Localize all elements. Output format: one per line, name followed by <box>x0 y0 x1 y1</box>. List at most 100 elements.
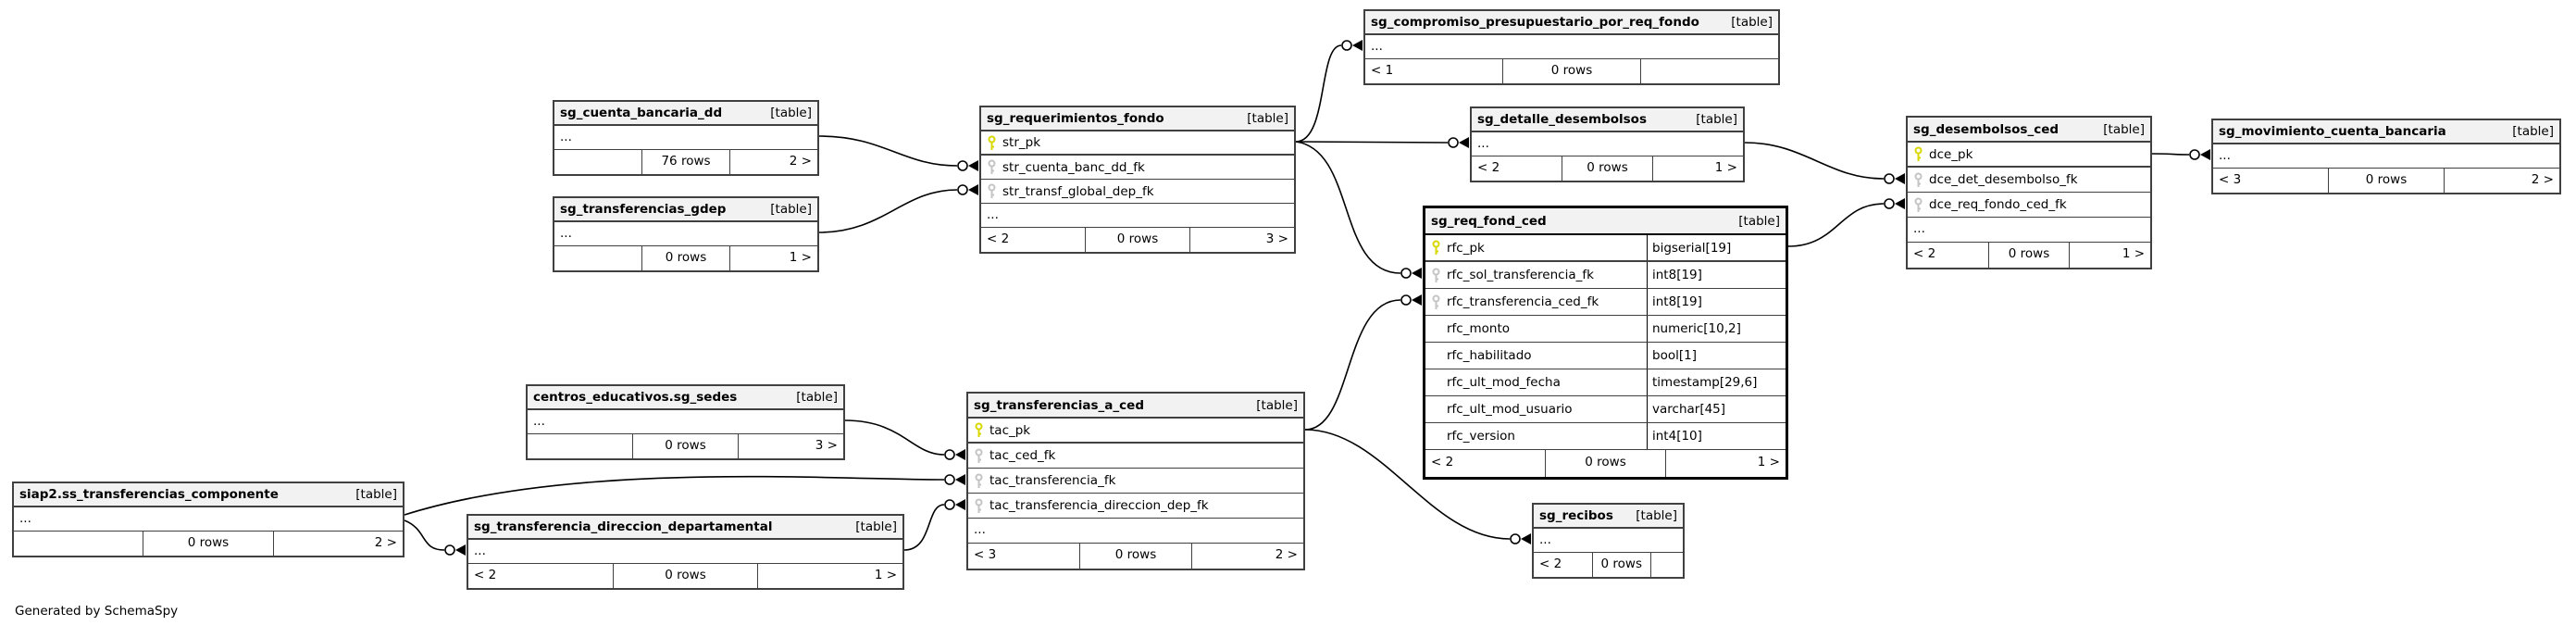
table-footer: < 2 0 rows 1 > <box>1908 243 2150 268</box>
hidden-columns-ellipsis: ... <box>1472 132 1743 156</box>
table-name: sg_req_fond_ced <box>1431 213 1547 229</box>
table-sg_transferencia_direccion_departamental[interactable]: sg_transferencia_direccion_departamental… <box>467 514 904 590</box>
table-header: centros_educativos.sg_sedes [table] <box>528 386 843 410</box>
column-row: rfc_sol_transferencia_fk int8[19] <box>1425 262 1786 289</box>
footer-children: 1 > <box>2122 246 2146 261</box>
column-row: str_cuenta_banc_dd_fk <box>981 156 1294 180</box>
table-sg_requerimientos_fondo[interactable]: sg_requerimientos_fondo [table] str_pk s… <box>979 106 1296 254</box>
column-row: rfc_habilitado bool[1] <box>1425 343 1786 369</box>
table-sg_cuenta_bancaria_dd[interactable]: sg_cuenta_bancaria_dd [table] ... 76 row… <box>553 100 819 176</box>
table-sg_desembolsos_ced[interactable]: sg_desembolsos_ced [table] dce_pk dce_de… <box>1906 116 2152 269</box>
hidden-columns-ellipsis: ... <box>14 507 403 532</box>
relationship-line <box>1295 141 1449 144</box>
table-sg_compromiso_presupuestario_por_req_fondo[interactable]: sg_compromiso_presupuestario_por_req_fon… <box>1363 9 1780 85</box>
column-row: tac_pk <box>968 419 1303 444</box>
column-type: int4[10] <box>1647 423 1786 449</box>
footer-children <box>1641 59 1778 83</box>
table-header: sg_movimiento_cuenta_bancaria [table] <box>2213 120 2559 144</box>
table-name: sg_desembolsos_ced <box>1913 121 2060 137</box>
footer-rowcount: 0 rows <box>632 434 739 458</box>
hidden-columns-ellipsis: ... <box>554 126 817 150</box>
column-row: rfc_monto numeric[10,2] <box>1425 316 1786 343</box>
column-row: dce_pk <box>1908 143 2150 168</box>
table-header: sg_desembolsos_ced [table] <box>1908 118 2150 143</box>
table-header: sg_requerimientos_fondo [table] <box>981 107 1294 131</box>
column-row: rfc_version int4[10] <box>1425 423 1786 450</box>
primary-key-icon <box>975 422 983 437</box>
table-name: sg_transferencias_a_ced <box>974 397 1144 413</box>
relationship-line <box>1295 44 1342 143</box>
footer-parents <box>554 150 641 174</box>
footer-parents: < 2 <box>1539 557 1562 571</box>
table-sg_detalle_desembolsos[interactable]: sg_detalle_desembolsos [table] ... < 2 0… <box>1470 106 1745 182</box>
hidden-columns-ellipsis: ... <box>2213 144 2559 169</box>
table-header: sg_recibos [table] <box>1534 505 1683 529</box>
table-sg_transferencias_a_ced[interactable]: sg_transferencias_a_ced [table] tac_pk t… <box>966 392 1305 570</box>
table-footer: < 3 0 rows 2 > <box>2213 169 2559 193</box>
table-sg_req_fond_ced[interactable]: sg_req_fond_ced [table] rfc_pk bigserial… <box>1423 206 1788 480</box>
footer-rowcount: 0 rows <box>612 564 759 588</box>
column-row: dce_req_fondo_ced_fk <box>1908 193 2150 218</box>
table-footer: < 2 0 rows 1 > <box>1472 156 1743 181</box>
table-header: sg_cuenta_bancaria_dd [table] <box>554 102 817 126</box>
footer-children: 2 > <box>2531 172 2554 187</box>
table-tag: [table] <box>355 487 397 502</box>
table-siap2.ss_transferencias_componente[interactable]: siap2.ss_transferencias_componente [tabl… <box>12 482 404 557</box>
table-name: sg_requerimientos_fondo <box>987 111 1164 126</box>
column-row: rfc_pk bigserial[19] <box>1425 235 1786 262</box>
table-tag: [table] <box>1247 111 1288 126</box>
footer-rowcount: 0 rows <box>1562 156 1653 181</box>
table-footer: < 1 0 rows <box>1365 59 1778 83</box>
table-footer: < 2 0 rows 1 > <box>468 564 902 588</box>
column-type: bool[1] <box>1647 343 1786 369</box>
foreign-key-icon <box>975 473 983 488</box>
relationship-line <box>818 189 958 233</box>
hidden-columns-ellipsis: ... <box>968 519 1303 544</box>
table-sg_movimiento_cuenta_bancaria[interactable]: sg_movimiento_cuenta_bancaria [table] ..… <box>2211 119 2561 194</box>
footer-parents: < 3 <box>974 547 997 562</box>
table-tag: [table] <box>796 390 838 405</box>
relationship-line <box>844 419 945 456</box>
column-row: tac_transferencia_fk <box>968 469 1303 494</box>
column-name: rfc_sol_transferencia_fk <box>1447 268 1594 282</box>
hidden-columns-ellipsis: ... <box>1534 529 1683 553</box>
table-header: sg_transferencia_direccion_departamental… <box>468 516 902 540</box>
column-name: rfc_ult_mod_fecha <box>1447 375 1561 390</box>
footer-parents: < 2 <box>474 568 497 582</box>
hidden-columns-ellipsis: ... <box>981 204 1294 228</box>
column-name: tac_ced_fk <box>989 448 1056 463</box>
foreign-key-icon <box>975 498 983 513</box>
footer-rowcount: 0 rows <box>1085 228 1190 252</box>
column-name: rfc_version <box>1447 429 1515 444</box>
relationship-line <box>1304 299 1401 431</box>
footer-children: 1 > <box>789 250 812 265</box>
column-name: str_cuenta_banc_dd_fk <box>1002 159 1145 175</box>
table-centros_educativos.sg_sedes[interactable]: centros_educativos.sg_sedes [table] ... … <box>526 384 845 460</box>
relationship-line <box>1295 141 1401 274</box>
table-header: sg_compromiso_presupuestario_por_req_fon… <box>1365 11 1778 35</box>
table-header: sg_req_fond_ced [table] <box>1425 208 1786 235</box>
footer-children: 3 > <box>815 438 838 453</box>
table-footer: 0 rows 1 > <box>554 246 817 270</box>
generated-by-credit: Generated by SchemaSpy <box>15 604 179 619</box>
table-footer: 0 rows 3 > <box>528 434 843 458</box>
footer-rowcount: 0 rows <box>1591 553 1651 577</box>
table-name: sg_recibos <box>1539 508 1613 523</box>
footer-parents: < 2 <box>987 231 1010 246</box>
column-row: dce_det_desembolso_fk <box>1908 168 2150 193</box>
column-row: rfc_ult_mod_fecha timestamp[29,6] <box>1425 369 1786 396</box>
table-tag: [table] <box>855 519 897 534</box>
table-sg_transferencias_gdep[interactable]: sg_transferencias_gdep [table] ... 0 row… <box>553 196 819 272</box>
foreign-key-icon <box>1432 268 1440 282</box>
footer-children: 1 > <box>1757 455 1780 469</box>
column-type: int8[19] <box>1647 289 1786 315</box>
table-sg_recibos[interactable]: sg_recibos [table] ... < 2 0 rows <box>1532 503 1685 579</box>
table-tag: [table] <box>1731 15 1773 30</box>
footer-rowcount: 76 rows <box>641 150 730 174</box>
footer-rowcount: 0 rows <box>641 246 730 270</box>
footer-children: 2 > <box>1275 547 1298 562</box>
foreign-key-icon <box>1432 294 1440 309</box>
table-header: siap2.ss_transferencias_componente [tabl… <box>14 483 403 507</box>
footer-children: 1 > <box>1714 160 1737 175</box>
